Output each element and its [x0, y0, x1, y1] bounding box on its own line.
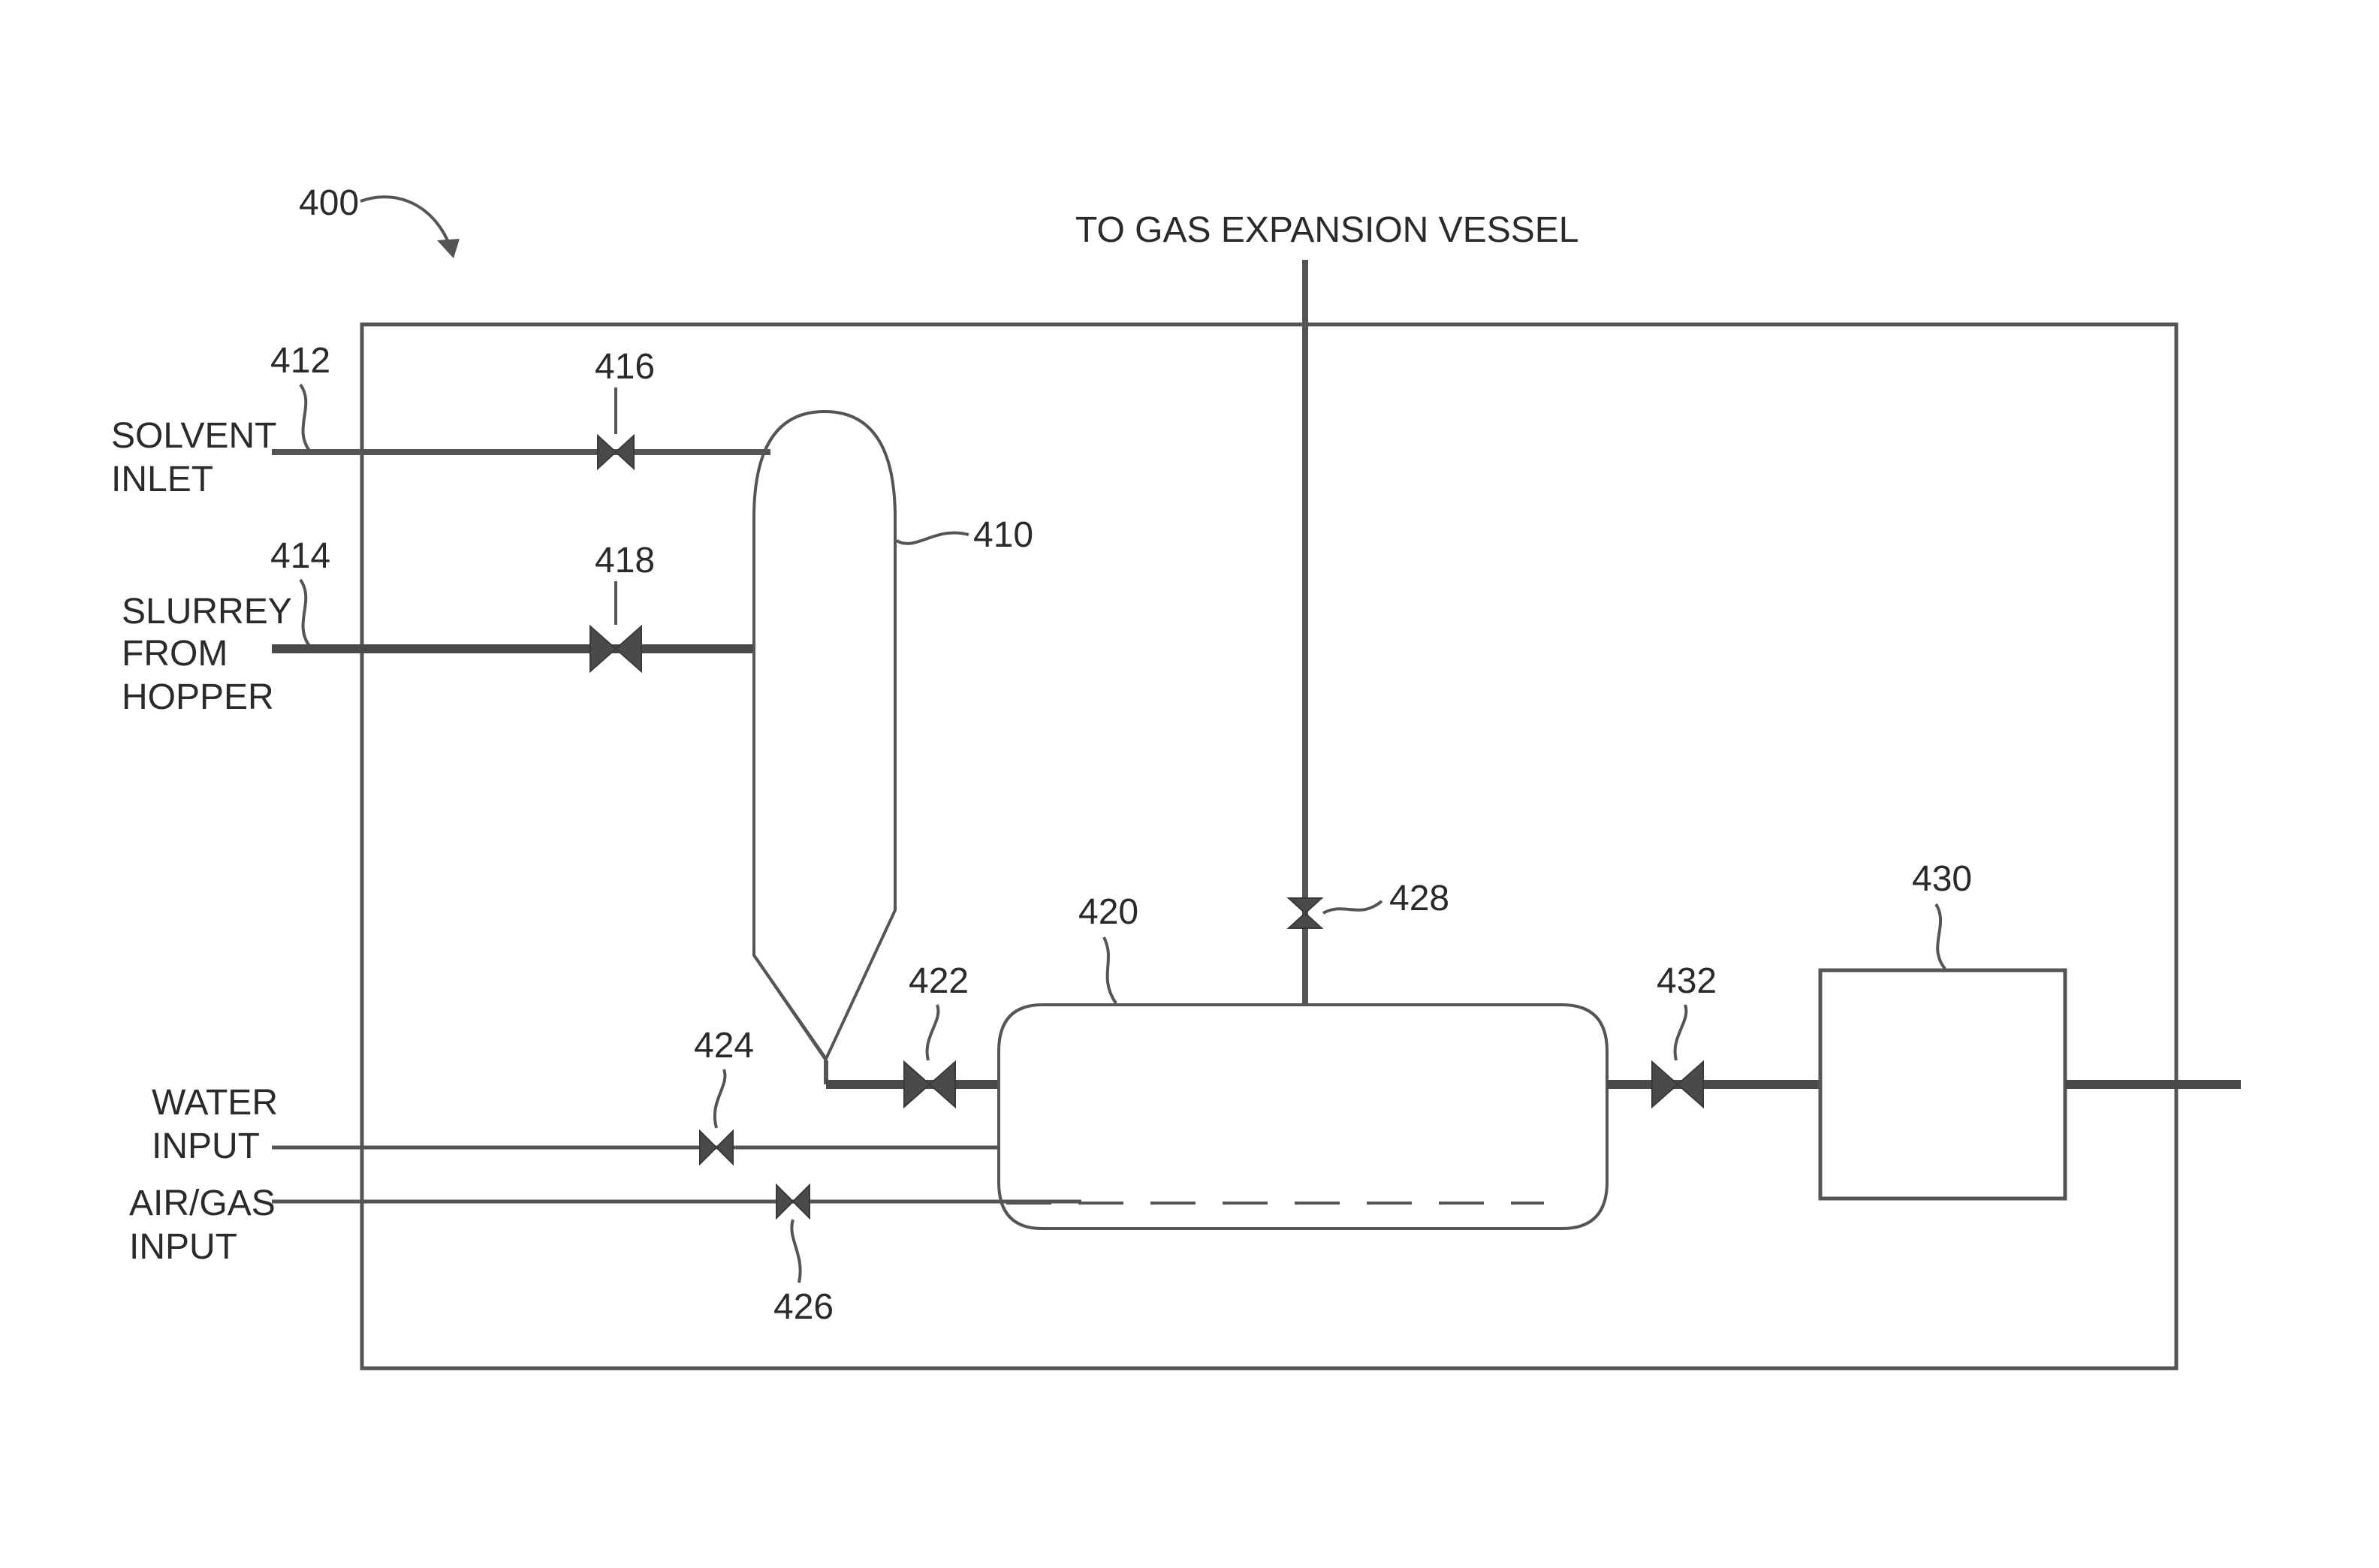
slurrey-label-2: FROM: [122, 634, 228, 674]
leader-432: [1675, 1005, 1687, 1060]
ref-426: 426: [773, 1287, 834, 1327]
valve-424-right: [716, 1131, 733, 1164]
ref-432: 432: [1657, 961, 1717, 1001]
unit-430: [1820, 970, 2065, 1199]
leader-414: [300, 580, 309, 646]
valve-426-right: [793, 1185, 810, 1218]
valve-432-right: [1678, 1062, 1703, 1107]
airgas-label-1: AIR/GAS: [129, 1184, 276, 1223]
valve-422-left: [904, 1062, 930, 1107]
slurrey-label-3: HOPPER: [122, 677, 274, 717]
mixing-vessel-410: [754, 412, 895, 1059]
figure-ref-label: 400: [299, 183, 359, 223]
ref-410: 410: [973, 515, 1033, 555]
figure-ref-arrow: [360, 197, 451, 248]
ref-424: 424: [694, 1026, 754, 1066]
solvent-inlet-label-2: INLET: [111, 460, 213, 499]
ref-412: 412: [270, 341, 330, 381]
valve-416-right: [616, 436, 634, 469]
vessel-410-cone: [754, 955, 826, 1060]
leader-422: [927, 1005, 939, 1060]
valve-424-left: [700, 1131, 716, 1164]
system-enclosure: [362, 324, 2176, 1368]
ref-428: 428: [1389, 879, 1449, 918]
water-label-1: WATER: [152, 1083, 278, 1123]
valve-426-left: [776, 1185, 793, 1218]
gas-expansion-label: TO GAS EXPANSION VESSEL: [1075, 210, 1578, 250]
ref-420: 420: [1078, 892, 1138, 932]
leader-424: [715, 1069, 725, 1128]
leader-430: [1936, 904, 1945, 969]
valve-416-left: [598, 436, 616, 469]
leader-428: [1323, 901, 1382, 913]
leader-420: [1104, 937, 1116, 1003]
valve-418-left: [590, 626, 616, 671]
solvent-inlet-label-1: SOLVENT: [111, 416, 277, 456]
separation-vessel-420: [999, 1005, 1607, 1229]
leader-412: [300, 384, 309, 451]
ref-416: 416: [595, 347, 655, 387]
valve-428-top: [1289, 898, 1322, 913]
valve-418-right: [616, 626, 641, 671]
valve-422-right: [930, 1062, 955, 1107]
figure-ref-arrowhead: [437, 239, 460, 258]
water-label-2: INPUT: [152, 1126, 260, 1166]
ref-418: 418: [595, 541, 655, 580]
ref-430: 430: [1912, 859, 1972, 899]
ref-422: 422: [909, 961, 969, 1001]
valve-432-left: [1652, 1062, 1678, 1107]
valve-428-bottom: [1289, 913, 1322, 928]
leader-426: [791, 1220, 800, 1283]
airgas-label-2: INPUT: [129, 1227, 237, 1267]
slurrey-label-1: SLURREY: [122, 592, 292, 632]
ref-414: 414: [270, 536, 330, 576]
leader-410: [897, 532, 969, 543]
